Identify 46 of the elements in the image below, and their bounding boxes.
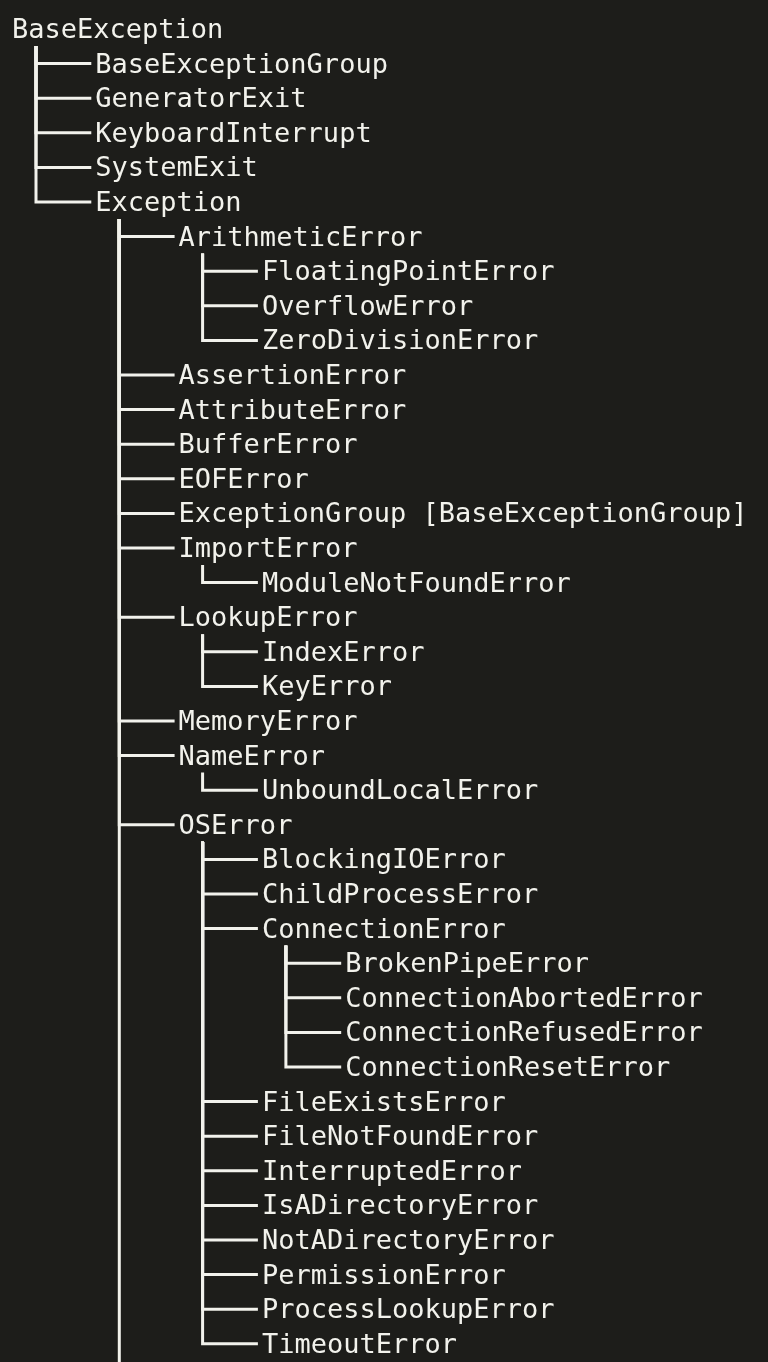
- tree-connector-line: [34, 46, 92, 204]
- tree-connector-line: [284, 945, 342, 1069]
- tree-node-label: ChildProcessError: [261, 878, 539, 910]
- tree-connector-line: [201, 565, 258, 585]
- tree-node-label: ImportError: [178, 532, 358, 564]
- tree-node-label: AssertionError: [178, 359, 407, 391]
- tree-node-label: ZeroDivisionError: [261, 324, 539, 357]
- tree-node-label: ConnectionError: [261, 912, 506, 945]
- tree-node-label: OSError: [178, 808, 293, 841]
- tree-node-label: MemoryError: [178, 705, 358, 737]
- tree-node-label: BrokenPipeError: [345, 947, 590, 980]
- tree-node-label: ArithmeticError: [178, 220, 423, 253]
- tree-node-label: GeneratorExit: [95, 82, 307, 115]
- tree-node-label: OverflowError: [261, 289, 474, 322]
- tree-node-label: FileExistsError: [261, 1085, 506, 1118]
- tree-node-label: LookupError: [178, 601, 358, 634]
- tree-node-label: EOFError: [178, 462, 309, 495]
- tree-node-label: ConnectionResetError: [345, 1051, 671, 1083]
- tree-node-label: KeyError: [261, 670, 392, 703]
- tree-node-label: KeyboardInterrupt: [95, 116, 372, 149]
- tree-node-label: FloatingPointError: [261, 255, 555, 288]
- tree-node-label: IndexError: [261, 635, 425, 668]
- tree-connector-line: [201, 253, 258, 342]
- tree-node-label: NotADirectoryError: [261, 1224, 555, 1256]
- tree-connector-line: [117, 219, 121, 1362]
- tree-node-label: ProcessLookupError: [261, 1293, 555, 1326]
- tree-connector-line: [201, 772, 258, 792]
- tree-node-label: ExceptionGroup [BaseExceptionGroup]: [178, 497, 748, 530]
- tree-node-label: IsADirectoryError: [261, 1189, 539, 1222]
- tree-node-label: TimeoutError: [261, 1327, 457, 1360]
- tree-node-label: BufferError: [178, 428, 358, 461]
- tree-connector-line: [201, 634, 258, 688]
- tree-node-label: FileNotFoundError: [261, 1120, 539, 1153]
- tree-node-label: BaseException: [12, 13, 224, 45]
- tree-node-label: BlockingIOError: [261, 843, 506, 876]
- tree-node-label: AttributeError: [178, 393, 407, 426]
- tree-node-label: Exception: [95, 186, 242, 218]
- tree-node-label: ModuleNotFoundError: [261, 566, 571, 599]
- tree-node-label: ConnectionAbortedError: [345, 981, 703, 1014]
- tree-node-label: InterruptedError: [261, 1154, 522, 1187]
- tree-node-label: NameError: [178, 739, 325, 772]
- tree-node-label: SystemExit: [95, 151, 258, 184]
- tree-node-label: ConnectionRefusedError: [345, 1016, 703, 1049]
- tree-node-label: BaseExceptionGroup: [95, 47, 388, 80]
- tree-node-label: PermissionError: [261, 1258, 506, 1291]
- tree-node-label: UnboundLocalError: [261, 774, 539, 807]
